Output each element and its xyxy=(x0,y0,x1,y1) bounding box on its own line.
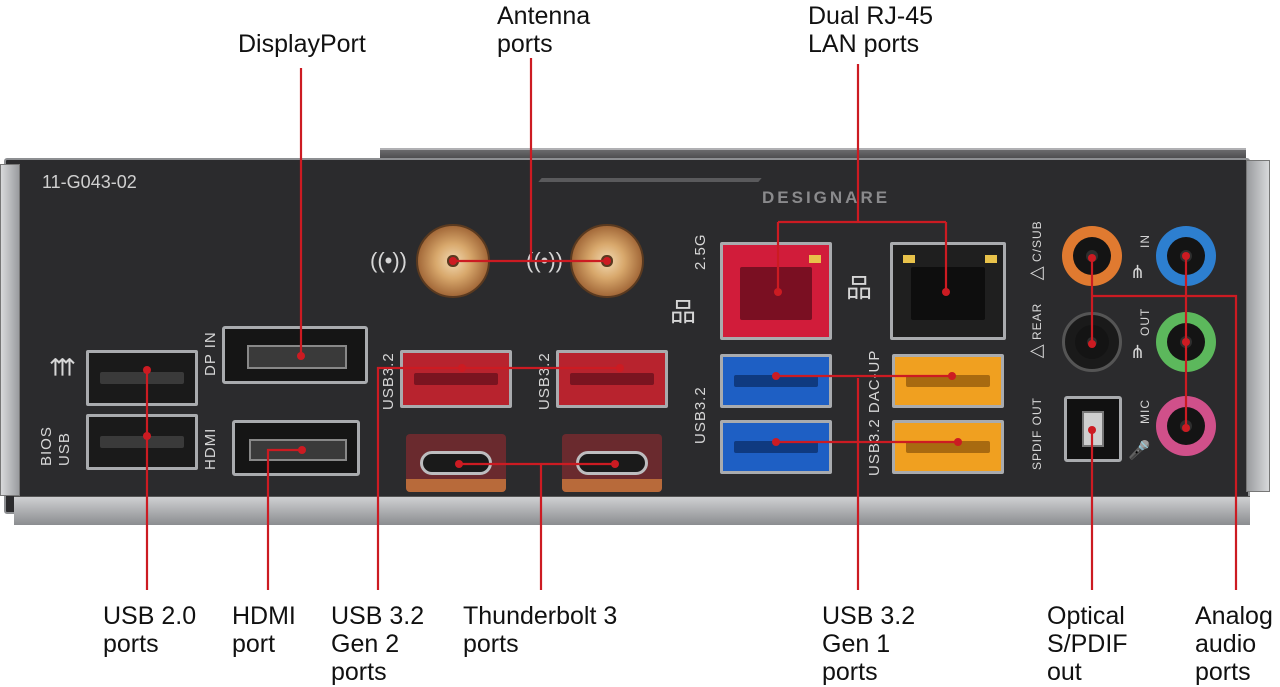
callout-analog-audio: Analog audio ports xyxy=(1195,602,1273,686)
leader-analog-audio xyxy=(1090,256,1238,590)
callout-displayport: DisplayPort xyxy=(238,30,366,58)
leader-dots xyxy=(143,252,1190,468)
shield-left-rail xyxy=(0,164,20,496)
mic-icon: 🎤 xyxy=(1128,440,1151,460)
leader-thunderbolt xyxy=(459,462,615,590)
leader-dot xyxy=(948,372,956,380)
usb32-gen1-port-blue-bottom[interactable] xyxy=(720,420,832,474)
leader-dot xyxy=(298,446,306,454)
leader-dot xyxy=(611,460,619,468)
leader-dot xyxy=(942,288,950,296)
speaker-icon-rear: ◁ xyxy=(1030,340,1044,360)
leader-dot xyxy=(458,364,466,372)
callout-lan: Dual RJ-45 LAN ports xyxy=(808,2,934,58)
leader-dot xyxy=(143,432,151,440)
leader-dot xyxy=(1088,426,1096,434)
usb32-dac-up-port-bottom[interactable] xyxy=(892,420,1004,474)
usb32-gen2-port-right[interactable] xyxy=(556,350,668,408)
leader-antenna xyxy=(453,58,607,263)
displayport-port[interactable] xyxy=(222,326,368,384)
audio-in-icon: ⋔ xyxy=(1130,262,1146,282)
leader-usb32-gen1 xyxy=(776,374,958,590)
leader-dot xyxy=(455,460,463,468)
audio-out-icon: ⋔ xyxy=(1130,342,1146,362)
leader-hdmi xyxy=(266,448,302,590)
leader-usb32-gen2 xyxy=(376,366,620,590)
callout-usb32-gen2: USB 3.2 Gen 2 ports xyxy=(331,602,425,686)
speaker-icon-csub: ◁ xyxy=(1030,262,1044,282)
callout-hdmi: HDMI port xyxy=(232,602,296,658)
brand-logo: DESIGNARE xyxy=(762,188,891,207)
leader-line-group xyxy=(145,58,1238,590)
usb20-port-bottom[interactable] xyxy=(86,414,198,470)
leader-dot xyxy=(449,257,457,265)
usb32-gen2-port-left[interactable] xyxy=(400,350,512,408)
callout-usb20: USB 2.0 ports xyxy=(103,602,197,658)
callout-thunderbolt: Thunderbolt 3 ports xyxy=(463,602,618,658)
lan-icon-right: 品 xyxy=(846,273,873,303)
wifi-icon-left: ((•)) xyxy=(370,248,408,273)
leader-dot xyxy=(772,372,780,380)
usb20-port-top[interactable] xyxy=(86,350,198,406)
leader-dot xyxy=(297,352,305,360)
leader-dot xyxy=(1182,424,1190,432)
leader-dot xyxy=(1182,338,1190,346)
model-number: 11-G043-02 xyxy=(42,172,137,192)
shield-bottom-rail xyxy=(14,496,1250,525)
leader-dot xyxy=(772,438,780,446)
usb32-gen1-port-blue-top[interactable] xyxy=(720,354,832,408)
shield-right-rail xyxy=(1246,160,1270,492)
lan-icon-left: 品 xyxy=(670,297,697,327)
leader-dot xyxy=(603,257,611,265)
leader-dot xyxy=(954,438,962,446)
callout-antenna: Antenna ports xyxy=(497,2,591,58)
callout-spdif: Optical S/PDIF out xyxy=(1047,602,1128,686)
leader-dot xyxy=(1182,252,1190,260)
leader-dot xyxy=(143,366,151,374)
leader-lan xyxy=(776,64,948,292)
leader-dot xyxy=(616,364,624,372)
callout-usb32-gen1: USB 3.2 Gen 1 ports xyxy=(822,602,916,686)
leader-dot xyxy=(1088,340,1096,348)
leader-dot xyxy=(774,288,782,296)
leader-dot xyxy=(1088,254,1096,262)
usb32-dac-up-port-top[interactable] xyxy=(892,354,1004,408)
